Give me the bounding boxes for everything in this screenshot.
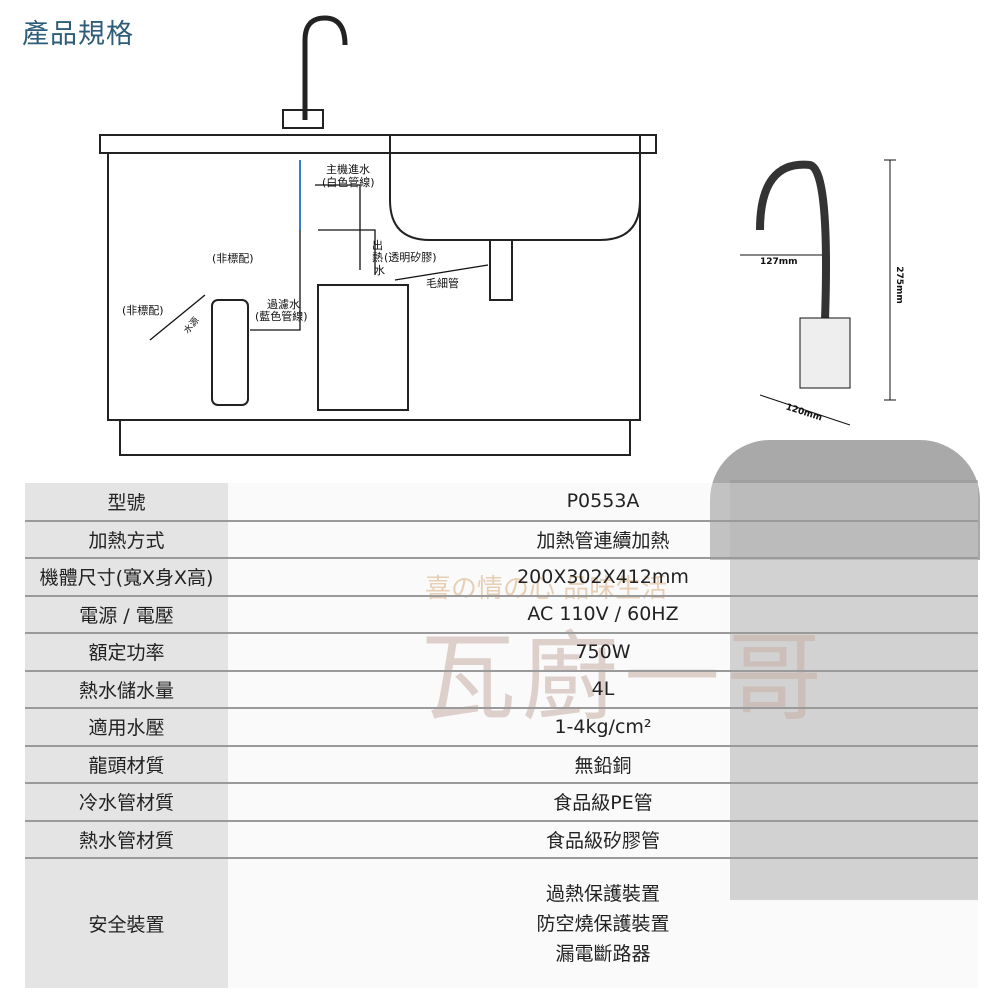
spec-row: 熱水管材質食品級矽膠管: [25, 820, 978, 859]
spec-label: 加熱方式: [25, 520, 228, 559]
water-heater: [317, 284, 409, 411]
spec-row: 冷水管材質食品級PE管: [25, 783, 978, 822]
spec-value: AC 110V / 60HZ: [228, 595, 978, 634]
cabinet: [107, 153, 641, 421]
spec-value: 750W: [228, 633, 978, 672]
spec-value: 無鉛銅: [228, 745, 978, 784]
spec-row: 機體尺寸(寬X身X高)200X302X412mm: [25, 558, 978, 597]
spec-row: 加熱方式加熱管連續加熱: [25, 520, 978, 559]
label-non-standard-filter: (非標配): [212, 252, 254, 265]
dim-height: 275mm: [893, 266, 904, 304]
installation-diagram: [99, 15, 896, 456]
spec-value: 食品級PE管: [228, 783, 978, 822]
faucet: [302, 15, 348, 120]
label-main-inlet: 主機進水: [326, 163, 370, 176]
spec-value: 加熱管連續加熱: [228, 520, 978, 559]
spec-label: 電源 / 電壓: [25, 595, 228, 634]
spec-label: 龍頭材質: [25, 745, 228, 784]
spec-value: 1-4kg/cm²: [228, 708, 978, 747]
filter: [211, 299, 249, 406]
inlet-pipe: [315, 184, 361, 270]
spec-label: 機體尺寸(寬X身X高): [25, 558, 228, 597]
spec-label: 冷水管材質: [25, 783, 228, 822]
label-capillary: 毛細管: [426, 277, 459, 290]
page-title: 產品規格: [22, 19, 134, 50]
dim-width: 127mm: [760, 257, 798, 267]
label-hot-out-2: 熱: [372, 251, 383, 264]
sink: [389, 135, 641, 241]
spec-label: 熱水儲水量: [25, 670, 228, 709]
spec-label: 安全裝置: [25, 858, 228, 988]
label-hot-out-sub: (透明矽膠): [384, 251, 437, 264]
label-hot-out-3: 水: [374, 264, 385, 277]
spec-label: 型號: [25, 483, 228, 522]
spec-label: 額定功率: [25, 633, 228, 672]
safety-item: 過熱保護裝置: [545, 882, 660, 905]
label-filtered: 過濾水: [267, 298, 300, 311]
cabinet-base: [119, 420, 631, 456]
spec-value: P0553A: [228, 483, 978, 522]
countertop: [99, 134, 657, 154]
label-filtered-sub: (藍色管線): [255, 310, 308, 323]
spec-row: 龍頭材質無鉛銅: [25, 745, 978, 784]
spec-label: 熱水管材質: [25, 820, 228, 859]
label-hot-out-1: 出: [372, 239, 383, 252]
safety-item: 防空燒保護裝置: [536, 912, 670, 935]
spec-row-safety: 安全裝置過熱保護裝置防空燒保護裝置漏電斷路器: [25, 858, 978, 988]
safety-item: 漏電斷路器: [555, 942, 651, 965]
faucet-base: [282, 109, 324, 129]
spec-value: 4L: [228, 670, 978, 709]
spec-value: 過熱保護裝置防空燒保護裝置漏電斷路器: [228, 858, 978, 988]
spec-value: 食品級矽膠管: [228, 820, 978, 859]
drain: [489, 239, 513, 301]
label-non-standard-valve: (非標配): [122, 304, 164, 317]
spec-value: 200X302X412mm: [228, 558, 978, 597]
label-main-inlet-sub: (白色管線): [322, 176, 375, 189]
spec-label: 適用水壓: [25, 708, 228, 747]
